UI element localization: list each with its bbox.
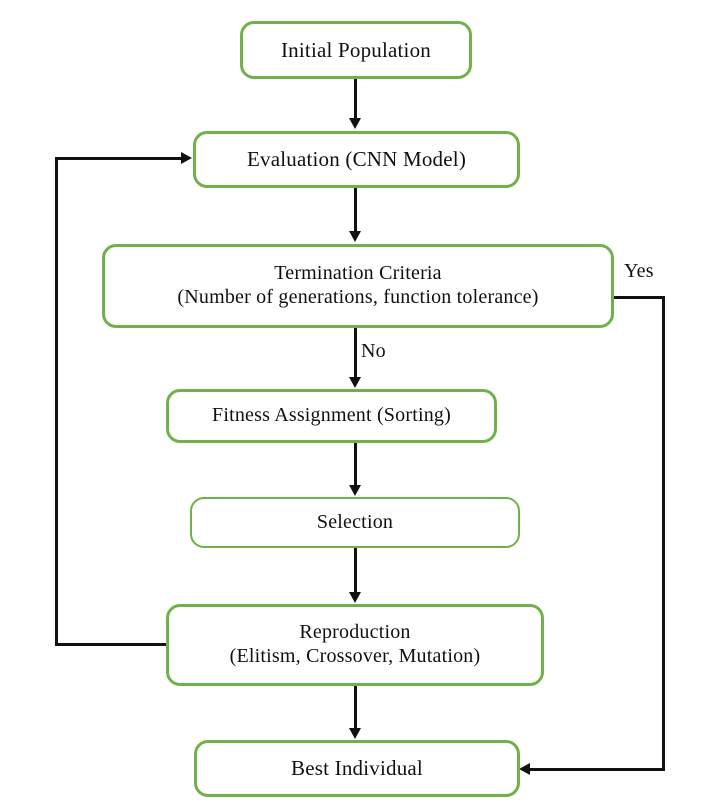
node-initial-population[interactable]: Initial Population [240, 21, 472, 79]
node-termination-criteria[interactable]: Termination Criteria (Number of generati… [102, 244, 614, 328]
node-fitness-assignment-label: Fitness Assignment (Sorting) [212, 404, 451, 427]
edge-label-yes: Yes [624, 260, 654, 282]
connector-feedback-vertical-segment [55, 157, 58, 646]
connector-feedback-top-segment [55, 157, 183, 160]
node-evaluation[interactable]: Evaluation (CNN Model) [193, 131, 520, 188]
connector-feedback-arrowhead [181, 152, 192, 164]
connector-termination-to-fitness-arrowhead [349, 377, 361, 388]
connector-termination-to-fitness-stem [354, 328, 357, 378]
node-fitness-assignment[interactable]: Fitness Assignment (Sorting) [166, 389, 497, 443]
node-reproduction-sublabel: (Elitism, Crossover, Mutation) [229, 645, 481, 667]
connector-selection-to-reproduction-stem [354, 548, 357, 593]
node-best-individual-label: Best Individual [291, 756, 423, 781]
connector-evaluation-to-termination-arrowhead [349, 231, 361, 242]
node-selection-label: Selection [316, 510, 394, 533]
connector-yes-vertical-segment [662, 296, 665, 770]
node-best-individual[interactable]: Best Individual [194, 740, 520, 797]
connector-initial-to-evaluation-stem [354, 79, 357, 120]
connector-evaluation-to-termination-stem [354, 188, 357, 232]
node-evaluation-label: Evaluation (CNN Model) [246, 147, 467, 172]
connector-yes-bottom-segment [530, 768, 665, 771]
connector-fitness-to-selection-stem [354, 443, 357, 486]
connector-selection-to-reproduction-arrowhead [349, 592, 361, 603]
node-termination-criteria-label: Termination Criteria [274, 262, 442, 285]
connector-yes-top-segment [610, 296, 665, 299]
connector-reproduction-to-best-arrowhead [349, 728, 361, 739]
node-initial-population-label: Initial Population [280, 37, 431, 62]
node-termination-criteria-sublabel: (Number of generations, function toleran… [177, 286, 539, 308]
connector-initial-to-evaluation-arrowhead [349, 118, 361, 129]
connector-yes-arrowhead [519, 763, 530, 775]
node-selection[interactable]: Selection [190, 497, 520, 548]
node-reproduction[interactable]: Reproduction (Elitism, Crossover, Mutati… [166, 604, 544, 686]
connector-reproduction-to-best-stem [354, 686, 357, 729]
node-reproduction-label: Reproduction [299, 621, 411, 644]
connector-fitness-to-selection-arrowhead [349, 485, 361, 496]
edge-label-no: No [361, 340, 386, 362]
connector-feedback-bottom-segment [55, 643, 168, 646]
